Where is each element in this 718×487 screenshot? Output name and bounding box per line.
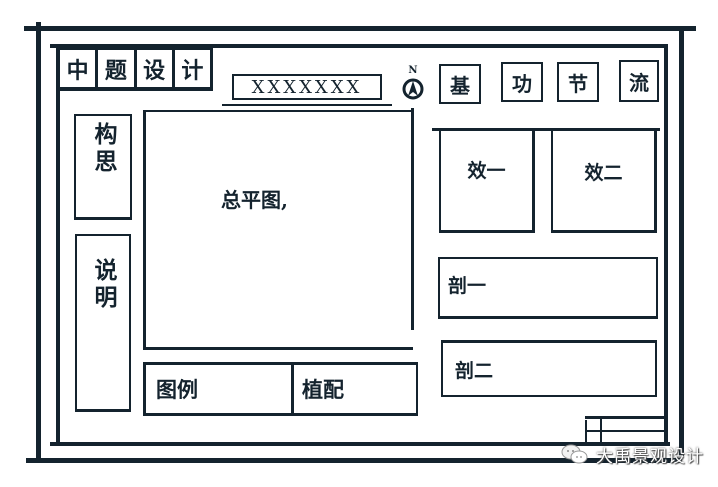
north-axis-line	[411, 108, 414, 330]
title-block: 中 题 设 计	[57, 47, 213, 91]
outer-frame-top	[24, 26, 696, 31]
north-arrow-icon	[402, 78, 424, 100]
header-tab-2: 功	[501, 62, 543, 102]
concept-panel: 构思	[74, 114, 132, 220]
outer-frame-left	[36, 22, 41, 460]
title-char-3: 设	[137, 50, 175, 87]
watermark-text: 大禹景观设计	[596, 446, 704, 467]
effects-top-line	[432, 128, 660, 131]
header-tab-4-label: 流	[629, 70, 649, 95]
inner-frame-left	[56, 44, 60, 444]
header-tab-1-label: 基	[450, 73, 470, 98]
section-1-panel: 剖一	[438, 257, 658, 319]
header-tab-2-label: 功	[512, 71, 532, 96]
project-name-underline	[222, 104, 392, 106]
outer-frame-bottom	[26, 458, 682, 463]
legend-panel: 图例	[146, 365, 294, 413]
stamp-line-mid	[585, 430, 667, 432]
project-name-box: XXXXXXX	[232, 74, 382, 100]
stamp-line-left	[585, 420, 587, 442]
concept-label: 构思	[90, 122, 117, 176]
master-plan-panel: 总平图,	[143, 110, 413, 350]
north-arrow: N	[401, 66, 425, 112]
section-2-label: 剖二	[455, 359, 494, 382]
wechat-icon	[561, 444, 588, 464]
header-tab-1: 基	[439, 64, 481, 104]
effect-2-panel: 效二	[551, 131, 657, 233]
project-name: XXXXXXX	[251, 76, 363, 98]
watermark: 大禹景观设计	[560, 442, 704, 467]
title-char-1: 中	[60, 50, 99, 87]
planting-panel: 植配	[294, 365, 416, 413]
stamp-line-inner	[600, 416, 602, 442]
description-panel: 说明	[75, 234, 131, 412]
master-plan-label: 总平图,	[221, 188, 288, 212]
north-label: N	[408, 65, 418, 76]
inner-frame-bottom	[50, 442, 670, 446]
planting-label: 植配	[302, 377, 344, 402]
effect-1-label: 效一	[467, 160, 506, 182]
legend-label: 图例	[156, 377, 198, 402]
description-label: 说明	[90, 258, 117, 312]
header-tab-3-label: 节	[568, 71, 588, 96]
effect-1-panel: 效一	[439, 131, 535, 233]
title-char-4: 计	[181, 57, 204, 84]
section-2-panel: 剖二	[441, 340, 657, 397]
section-1-label: 剖一	[448, 275, 487, 297]
outer-frame-right	[679, 26, 684, 456]
legend-planting-row: 图例 植配	[143, 362, 418, 416]
header-tab-3: 节	[557, 62, 599, 102]
title-char-2: 题	[98, 50, 137, 87]
header-tab-4: 流	[619, 60, 659, 102]
inner-frame-top	[50, 44, 666, 48]
stamp-line-top	[585, 416, 667, 419]
effect-2-label: 效二	[584, 162, 623, 184]
inner-frame-right	[664, 44, 668, 444]
